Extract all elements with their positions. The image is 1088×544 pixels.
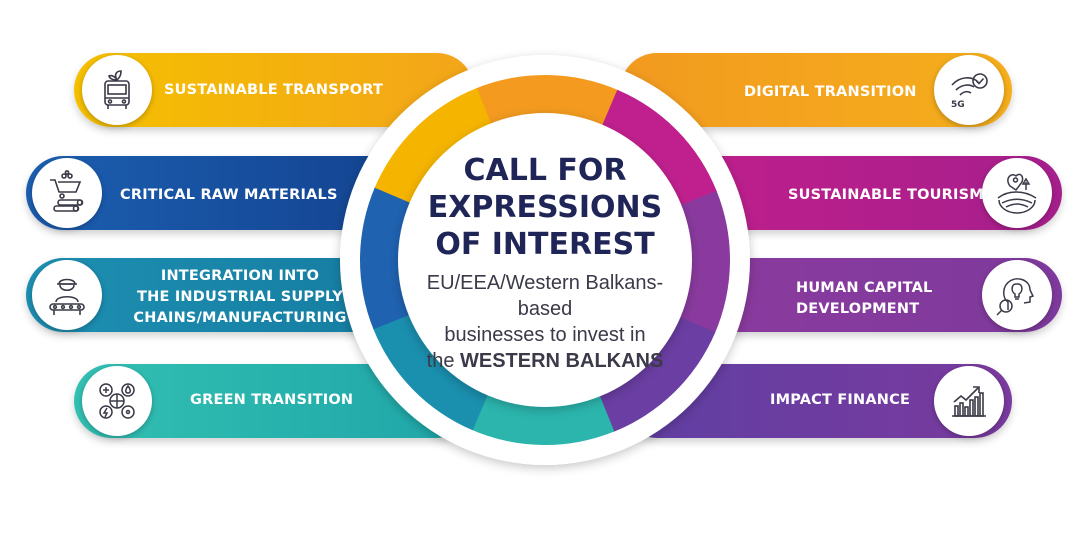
ring-segment-integration bbox=[372, 313, 489, 431]
bus-leaf-icon bbox=[104, 70, 130, 109]
ring-segment-raw-materials bbox=[359, 186, 412, 330]
label-impact-finance: IMPACT FINANCE bbox=[770, 392, 911, 408]
hub-subtitle-line-3: the WESTERN BALKANS bbox=[400, 348, 690, 374]
worker-conveyor-icon bbox=[49, 278, 85, 315]
wheelbarrow-logs-icon bbox=[50, 170, 84, 212]
label-critical-raw-materials: CRITICAL RAW MATERIALS bbox=[120, 187, 338, 203]
hub-title-line-3: OF INTEREST bbox=[435, 227, 655, 262]
hub-color-ring bbox=[359, 75, 730, 445]
label-sustainable-transport: SUSTAINABLE TRANSPORT bbox=[164, 82, 384, 98]
head-bulb-search-icon bbox=[996, 278, 1035, 316]
label-human-capital-line-1: HUMAN CAPITAL bbox=[796, 280, 933, 296]
icon-5g-text: 5G bbox=[951, 100, 965, 110]
hub-title-line-1: CALL FOR bbox=[463, 153, 627, 188]
ring-segment-human-capital bbox=[678, 190, 730, 334]
ring-segment-transport bbox=[374, 87, 492, 204]
hub-subtitle-line-2: businesses to invest in bbox=[444, 324, 646, 346]
label-human-capital: HUMAN CAPITAL DEVELOPMENT bbox=[796, 278, 932, 320]
growth-chart-icon bbox=[952, 386, 986, 417]
label-integration-line-1: INTEGRATION INTO bbox=[160, 268, 320, 284]
hub-subtitle: EU/EEA/Western Balkans-based businesses … bbox=[400, 270, 690, 374]
ring-segment-green bbox=[471, 393, 615, 445]
label-integration-line-2: THE INDUSTRIAL SUPPLY bbox=[137, 289, 343, 305]
label-integration-line-3: CHAINS/MANUFACTURING bbox=[133, 310, 347, 326]
wifi-5g-icon: 5G bbox=[951, 73, 988, 110]
icon-circle-digital: 5G bbox=[934, 55, 1004, 125]
icon-circle-integration bbox=[32, 260, 102, 330]
ring-segment-tourism bbox=[601, 89, 718, 207]
icon-circle-transport bbox=[82, 55, 152, 125]
hub-inner-disc bbox=[398, 113, 692, 407]
hub-subtitle-line-3-prefix: the bbox=[426, 350, 460, 372]
icon-circle-impact bbox=[934, 366, 1004, 436]
ring-segment-impact bbox=[598, 316, 716, 433]
landscape-pin-icon bbox=[997, 173, 1037, 214]
icon-circle-raw-materials bbox=[32, 158, 102, 228]
hub-title-line-2: EXPRESSIONS bbox=[427, 190, 663, 225]
label-integration: INTEGRATION INTO THE INDUSTRIAL SUPPLY C… bbox=[120, 266, 360, 329]
label-human-capital-line-2: DEVELOPMENT bbox=[796, 301, 920, 317]
label-digital-transition: DIGITAL TRANSITION bbox=[744, 84, 917, 100]
ring-segment-digital bbox=[475, 75, 619, 127]
icon-circle-tourism bbox=[982, 158, 1052, 228]
icon-circle-green bbox=[82, 366, 152, 436]
hub-subtitle-line-1: EU/EEA/Western Balkans-based bbox=[426, 272, 664, 320]
hub-subtitle-emphasis: WESTERN BALKANS bbox=[460, 350, 664, 372]
renewable-energy-icon bbox=[99, 383, 135, 419]
icon-circle-human-capital bbox=[982, 260, 1052, 330]
hub-title: CALL FOR EXPRESSIONS OF INTEREST bbox=[400, 152, 690, 263]
label-sustainable-tourism: SUSTAINABLE TOURISM bbox=[788, 187, 984, 203]
label-green-transition: GREEN TRANSITION bbox=[190, 392, 354, 408]
